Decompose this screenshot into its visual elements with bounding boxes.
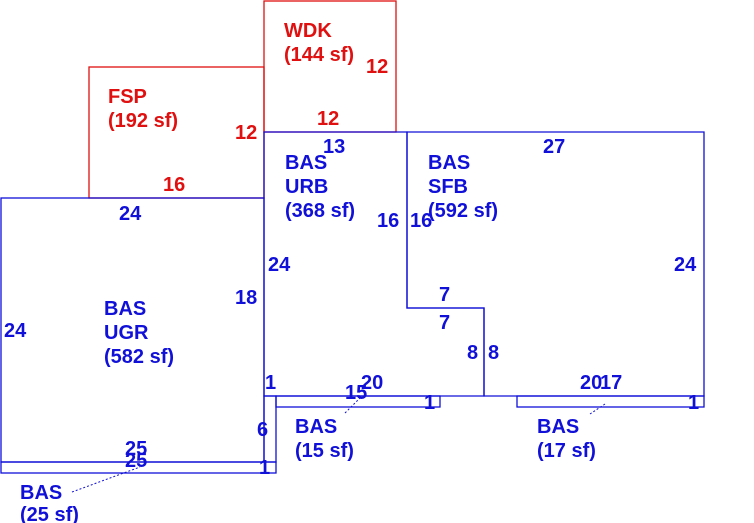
dim-wdk-right: 12	[366, 56, 388, 78]
dim-sfb-notch-top: 7	[439, 284, 450, 306]
dim-sfb-bottom-17: 17	[600, 372, 622, 394]
sfb-outline	[406, 131, 705, 397]
sfb-type: BAS	[428, 152, 470, 174]
leader-bas-17	[589, 403, 606, 415]
urb-type: BAS	[285, 152, 327, 174]
dim-urb-top: 13	[323, 136, 345, 158]
ugr-area: (582 sf)	[104, 346, 174, 368]
bas17-area: (17 sf)	[537, 440, 596, 462]
dim-ugr-top: 24	[119, 203, 142, 225]
dim-strip25-bottom: 25	[125, 450, 147, 472]
dim-fsp-bottom: 16	[163, 174, 185, 196]
dimensions-living: 13 16 24 27 16 24 7 7 8 8 20 17 24 24 18…	[4, 136, 699, 479]
bas25-type: BAS	[20, 482, 62, 504]
dim-urb-right: 16	[377, 210, 399, 232]
dim-strip25-top: 25	[125, 438, 147, 460]
urb-area: (368 sf)	[285, 200, 355, 222]
bas25-area: (25 sf)	[20, 504, 79, 523]
dim-strip15-top: 15	[345, 382, 367, 404]
bas15-area: (15 sf)	[295, 440, 354, 462]
ugr-type: BAS	[104, 298, 146, 320]
dim-sfb-notch-left: 8	[467, 342, 478, 364]
dim-sfb-bottom-20: 20	[580, 372, 602, 394]
dim-sfb-right: 24	[674, 254, 697, 276]
sfb-code: SFB	[428, 176, 468, 198]
ugr-code: UGR	[104, 322, 149, 344]
strip-25-outline	[0, 461, 277, 474]
area-label-sfb: BAS SFB (592 sf)	[428, 152, 498, 222]
urb-code: URB	[285, 176, 328, 198]
bas17-type: BAS	[537, 416, 579, 438]
dim-sfb-notch-inner: 7	[439, 312, 450, 334]
dim-strip15-one: 1	[424, 392, 435, 414]
area-label-bas-25: BAS (25 sf)	[20, 482, 79, 523]
dim-ugr-left: 24	[4, 320, 27, 342]
area-label-urb: BAS URB (368 sf)	[285, 152, 355, 222]
leader-bas-25	[71, 466, 141, 493]
dim-sfb-top: 27	[543, 136, 565, 158]
area-label-ugr: BAS UGR (582 sf)	[104, 298, 174, 368]
wdk-area: (144 sf)	[284, 44, 354, 66]
dim-fsp-right: 12	[235, 122, 257, 144]
dim-wdk-bottom: 12	[317, 108, 339, 130]
dim-ugr-one: 1	[265, 372, 276, 394]
bas15-type: BAS	[295, 416, 337, 438]
dim-urb-left: 24	[268, 254, 291, 276]
leader-bas-15	[344, 397, 361, 414]
dim-strip17-one: 1	[688, 392, 699, 414]
strip-17-outline	[516, 395, 705, 408]
dim-strip15-bottom: 20	[361, 372, 383, 394]
strip-15-outline	[275, 395, 441, 408]
wdk-code: WDK	[284, 20, 332, 42]
fsp-area: (192 sf)	[108, 110, 178, 132]
dim-ugr-right: 18	[235, 287, 257, 309]
area-label-bas-15: BAS (15 sf)	[295, 416, 354, 462]
area-label-fsp: FSP (192 sf)	[108, 86, 178, 132]
dim-ugr-six: 6	[257, 419, 268, 441]
dim-sfb-left: 16	[410, 210, 432, 232]
fsp-code: FSP	[108, 86, 147, 108]
area-label-bas-17: BAS (17 sf)	[537, 416, 596, 462]
dimensions-exterior: 12 12 12 16	[163, 56, 388, 196]
sfb-area: (592 sf)	[428, 200, 498, 222]
dim-strip25-one: 1	[259, 457, 270, 479]
dim-sfb-notch-right: 8	[488, 342, 499, 364]
area-label-wdk: WDK (144 sf)	[284, 20, 354, 66]
